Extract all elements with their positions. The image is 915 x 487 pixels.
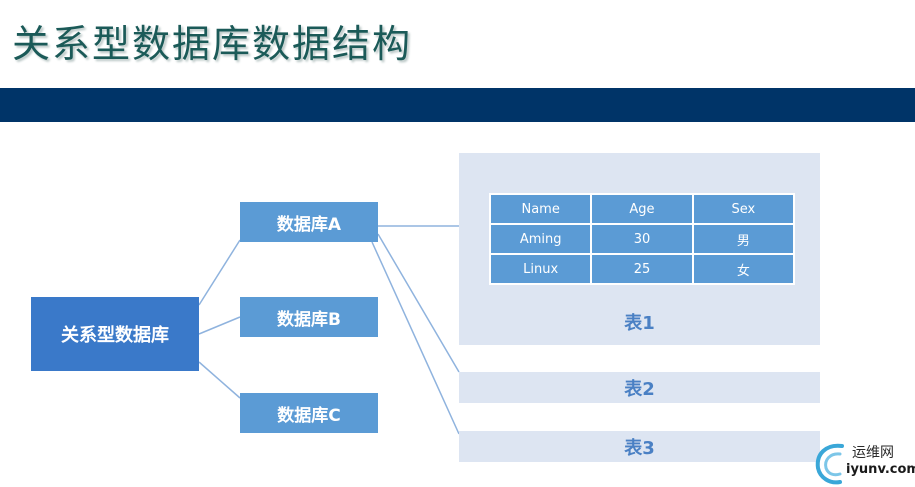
column-header-name: Name [488, 193, 593, 225]
watermark-en: iyunv.com [846, 462, 915, 477]
table-2-panel: 表2 [459, 372, 820, 403]
database-c-box: 数据库C [240, 393, 378, 433]
watermark-cn: 运维网 [852, 445, 894, 461]
connector-dbA-table2 [377, 233, 460, 373]
relational-db-box: 关系型数据库 [31, 297, 199, 371]
table-row: Aming 30 男 [488, 223, 796, 255]
watermark-logo: 运维网 iyunv.com [812, 440, 915, 487]
table-cell: Linux [488, 253, 593, 285]
swirl-logo-icon [815, 443, 844, 485]
table-cell: 25 [590, 253, 694, 285]
connector-dbA-table3 [371, 241, 460, 435]
table-1-label: 表1 [624, 313, 655, 334]
page-title: 关系型数据库数据结构 [12, 22, 413, 66]
table-cell: Aming [488, 223, 593, 255]
table-row: Linux 25 女 [488, 253, 796, 285]
connector-root-dbA [198, 239, 241, 306]
database-b-box: 数据库B [240, 297, 378, 337]
table-cell: 男 [691, 223, 796, 255]
table-cell: 30 [590, 223, 694, 255]
table-cell: 女 [691, 253, 796, 285]
table-header-row: Name Age Sex [488, 193, 796, 225]
table-1-panel: Name Age Sex Aming 30 男 Linux 25 女 表1 [459, 153, 820, 345]
header-band [0, 88, 915, 122]
table-1-grid: Name Age Sex Aming 30 男 Linux 25 女 [488, 193, 796, 285]
connector-root-dbC [198, 361, 241, 399]
database-a-box: 数据库A [240, 202, 378, 242]
column-header-sex: Sex [691, 193, 796, 225]
table-3-panel: 表3 [459, 431, 820, 462]
column-header-age: Age [590, 193, 694, 225]
connector-root-dbB [198, 316, 241, 335]
